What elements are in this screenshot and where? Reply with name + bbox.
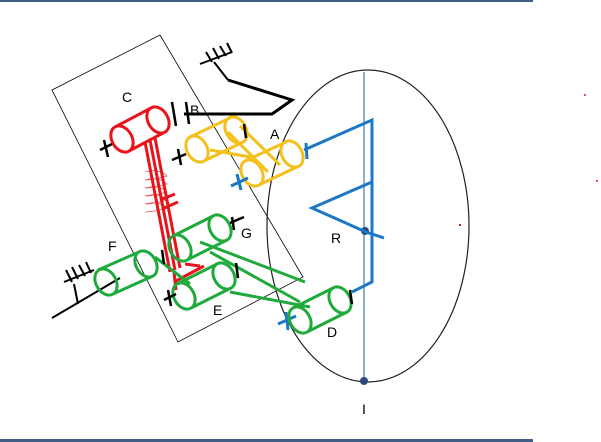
label-i: I — [362, 401, 366, 417]
red-spring — [144, 170, 168, 213]
rotation-ellipse — [266, 69, 470, 383]
label-d: D — [327, 324, 338, 340]
label-a: A — [270, 126, 280, 142]
green-link — [93, 213, 353, 335]
stray-dot — [459, 224, 461, 226]
red-dot — [596, 180, 598, 182]
ground-symbol-left — [51, 261, 121, 319]
label-g: G — [241, 225, 252, 241]
diagram-canvas: C B A F G R E D I — [0, 0, 533, 442]
side-dots — [584, 94, 598, 182]
mechanism-drawing — [51, 34, 470, 385]
pivot-point-i — [360, 377, 368, 385]
side-strip — [533, 0, 601, 441]
red-dot — [584, 94, 586, 96]
label-f: F — [108, 238, 117, 254]
label-b: B — [190, 102, 200, 118]
label-r: R — [331, 230, 342, 246]
label-c: C — [122, 89, 133, 105]
label-e: E — [213, 302, 223, 318]
black-link-top — [184, 78, 296, 116]
blue-link — [230, 117, 385, 331]
ground-symbol-top — [199, 42, 233, 81]
yellow-link-ab — [184, 115, 305, 188]
